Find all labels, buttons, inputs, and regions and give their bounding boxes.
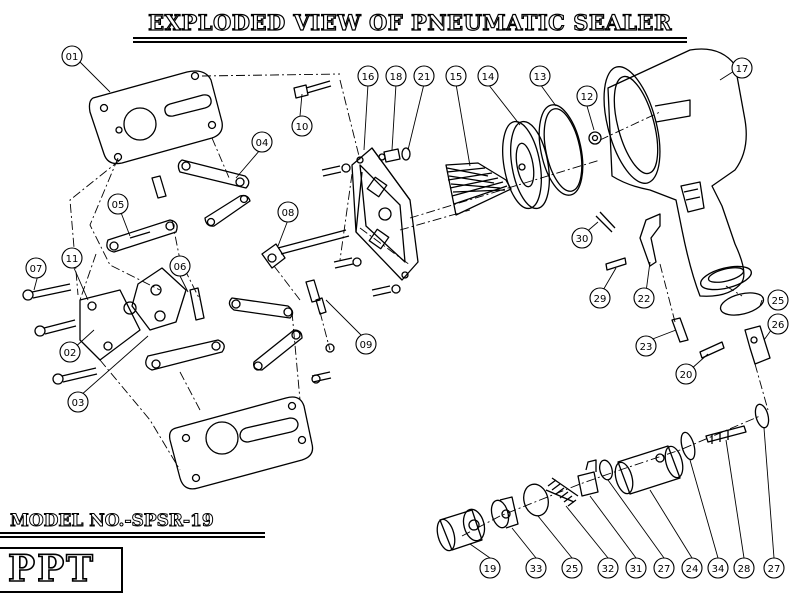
part-label-05: 05 — [112, 200, 125, 211]
model-number: MODEL NO.-SPSR-19 — [10, 511, 215, 532]
part-link-arm-upper — [204, 194, 251, 227]
part-05-link — [106, 219, 178, 253]
part-label-07: 07 — [30, 264, 43, 275]
part-12-nut — [588, 131, 602, 145]
part-20-spring — [699, 341, 725, 359]
title-underline-bottom — [133, 41, 687, 43]
part-label-25b: 25 — [566, 564, 579, 575]
part-bottom-plate — [168, 396, 314, 490]
part-label-16: 16 — [362, 72, 375, 83]
part-label-14: 14 — [482, 72, 495, 83]
part-15-conical-spring — [445, 162, 512, 216]
part-34-o-ring — [680, 431, 696, 461]
part-label-13: 13 — [534, 72, 547, 83]
part-label-02: 02 — [64, 348, 77, 359]
part-30-pin — [595, 211, 616, 233]
title-underline-top — [133, 37, 687, 39]
part-label-22: 22 — [638, 294, 651, 305]
part-16-head-block — [351, 147, 419, 281]
part-label-34: 34 — [712, 564, 725, 575]
part-27-washer-2 — [754, 403, 770, 429]
part-screw-2 — [43, 319, 77, 335]
part-label-28: 28 — [738, 564, 751, 575]
part-balloons — [25, 45, 789, 579]
part-17-body — [603, 48, 752, 297]
diagram-title: EXPLODED VIEW OF PNEUMATIC SEALER — [148, 9, 672, 35]
part-04-link — [177, 159, 250, 189]
part-13-seal-ring — [538, 104, 584, 196]
part-label-32: 32 — [602, 564, 615, 575]
model-underline-top — [0, 532, 265, 534]
part-25-ring — [719, 292, 765, 316]
part-07-screw — [31, 283, 72, 299]
part-label-19: 19 — [484, 564, 497, 575]
part-27-washer — [599, 459, 613, 481]
brand-logo: PPT — [7, 547, 95, 591]
part-label-27: 27 — [658, 564, 671, 575]
part-label-17: 17 — [736, 64, 749, 75]
part-label-06: 06 — [174, 262, 187, 273]
part-numbers: 01 10 16 18 21 15 14 13 12 17 04 08 05 0… — [30, 52, 785, 575]
part-06-pins — [151, 175, 327, 321]
part-01-top-plate — [88, 70, 223, 165]
part-18-21-screws — [321, 147, 411, 297]
assembly-centerlines — [69, 73, 769, 537]
part-label-23: 23 — [640, 342, 653, 353]
part-label-11: 11 — [66, 254, 79, 265]
part-label-31: 31 — [630, 564, 643, 575]
part-label-08: 08 — [282, 208, 295, 219]
part-31-plunger — [577, 459, 599, 497]
part-label-25: 25 — [772, 296, 785, 307]
part-32-spring — [545, 477, 579, 507]
part-label-04: 04 — [256, 138, 269, 149]
part-26-valve — [744, 325, 771, 365]
part-label-26: 26 — [772, 320, 785, 331]
model-underline-bottom — [0, 536, 265, 538]
part-label-12: 12 — [581, 92, 594, 103]
part-10-screw — [293, 80, 332, 99]
part-23-pin — [671, 317, 689, 343]
part-label-24: 24 — [686, 564, 699, 575]
part-label-09: 09 — [360, 340, 373, 351]
part-22-trigger — [639, 213, 661, 267]
part-29-spring — [605, 257, 627, 271]
part-19-end-cap — [436, 508, 486, 552]
part-label-29: 29 — [594, 294, 607, 305]
part-24-cylinder — [614, 445, 684, 495]
part-11-pivot-block — [131, 267, 187, 331]
part-label-15: 15 — [450, 72, 463, 83]
part-label-01: 01 — [66, 52, 79, 63]
part-09-screw — [311, 371, 332, 383]
part-label-03: 03 — [72, 398, 85, 409]
part-25-o-ring — [523, 483, 549, 517]
part-33-cap — [490, 496, 519, 529]
part-label-18: 18 — [390, 72, 403, 83]
part-label-20: 20 — [680, 370, 693, 381]
part-label-10: 10 — [296, 122, 309, 133]
part-02-bracket — [79, 289, 141, 361]
part-28-valve-stem — [705, 425, 747, 444]
part-lower-link-arms — [145, 297, 303, 371]
part-label-21: 21 — [418, 72, 431, 83]
part-label-27b: 27 — [768, 564, 781, 575]
part-label-30: 30 — [576, 234, 589, 245]
part-14-piston — [502, 120, 550, 210]
brand-box — [0, 547, 123, 593]
part-label-33: 33 — [530, 564, 543, 575]
part-08-eyebolt — [261, 229, 350, 269]
